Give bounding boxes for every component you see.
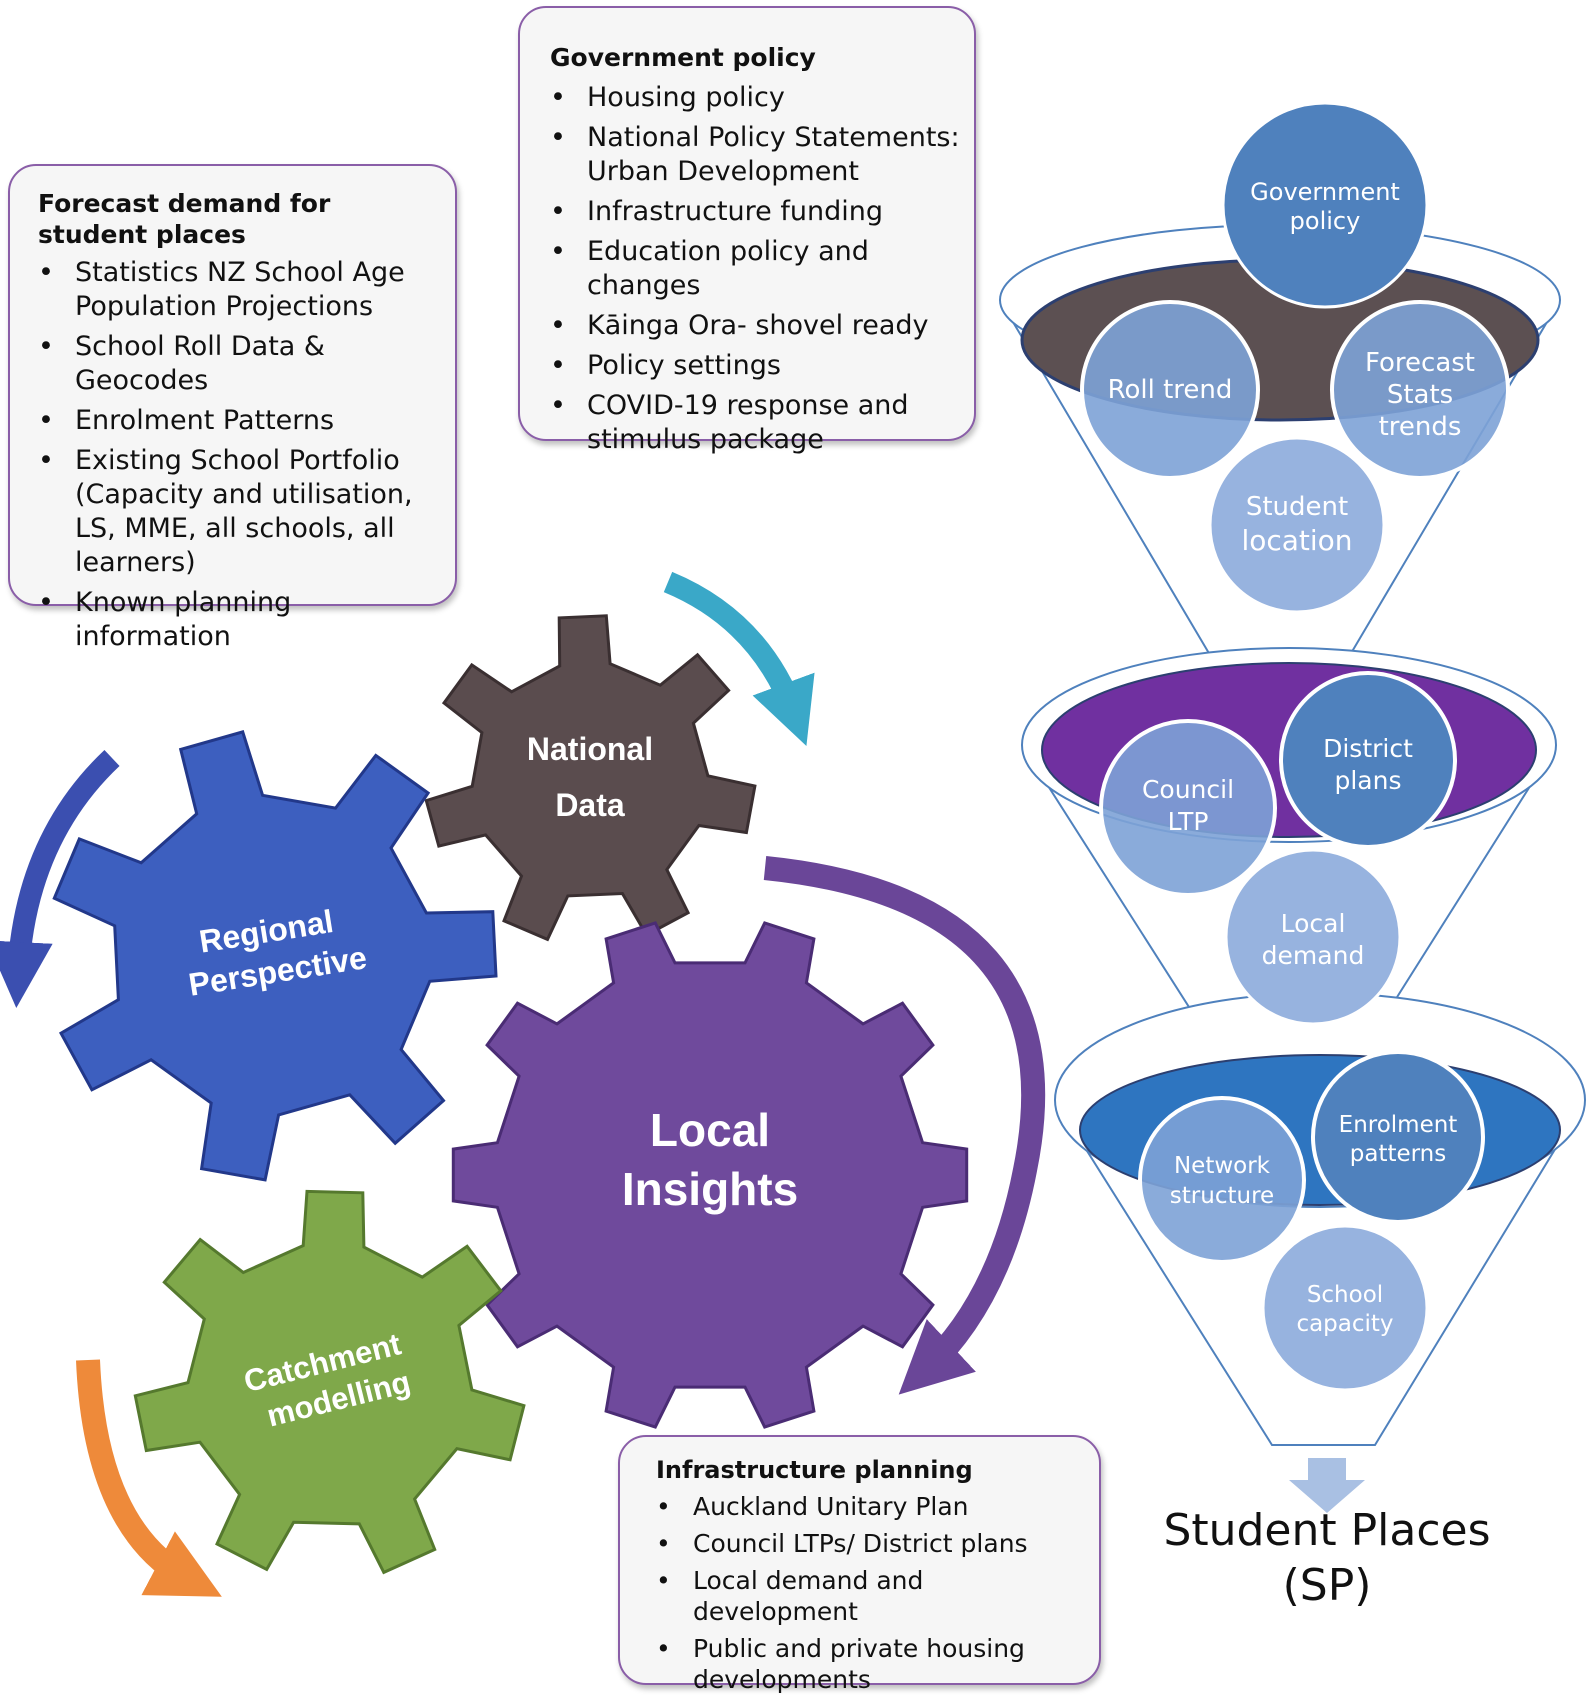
list-item: Enrolment Patterns: [38, 404, 447, 438]
funnel-circle-district-plans: District plans: [1279, 671, 1457, 849]
national-data-gear-icon: [424, 614, 757, 942]
list-item: Known planning information: [38, 586, 447, 654]
circle-label: policy: [1290, 207, 1361, 235]
arrow-national: [663, 571, 815, 746]
government-policy-card: Government policy Housing policy Nationa…: [518, 6, 976, 455]
forecast-demand-card: Forecast demand for student places Stati…: [8, 164, 457, 652]
catchment-modelling-gear-icon: [133, 1189, 526, 1575]
list-item: Auckland Unitary Plan: [656, 1491, 1091, 1522]
circle-label: demand: [1262, 941, 1365, 970]
gear-national-data: National Data: [424, 614, 757, 942]
list-item: Housing policy: [550, 81, 966, 115]
funnel-circle-enrolment-patterns: Enrolment patterns: [1311, 1050, 1485, 1224]
circle-label: capacity: [1296, 1311, 1393, 1337]
list-item: Local demand and development: [656, 1565, 1091, 1627]
funnel-circle-school-capacity: School capacity: [1261, 1224, 1429, 1392]
local-insights-label-1: Local: [650, 1104, 770, 1156]
national-data-label-1: National: [527, 731, 653, 767]
circle-label: Roll trend: [1108, 375, 1233, 405]
list-item: Public and private housing developments: [656, 1633, 1091, 1695]
gear-regional-perspective: Regional Perspective: [52, 730, 498, 1182]
national-data-label-2: Data: [555, 787, 625, 823]
government-policy-title: Government policy: [550, 43, 816, 72]
circle-label: LTP: [1168, 807, 1209, 836]
infrastructure-planning-title: Infrastructure planning: [656, 1456, 973, 1484]
gear-catchment-modelling: Catchment modelling: [133, 1189, 526, 1575]
circle-label: structure: [1170, 1183, 1274, 1209]
funnel-circle-forecast-stats: Forecast Stats trends: [1330, 300, 1510, 480]
gear-local-insights: Local Insights: [451, 921, 969, 1429]
circle-label: Government: [1250, 178, 1400, 206]
funnel-circle-local-demand: Local demand: [1224, 848, 1402, 1026]
student-places-label-2: (SP): [1283, 1560, 1372, 1611]
circle-label: Enrolment: [1339, 1112, 1458, 1138]
circle-label: trends: [1379, 412, 1462, 442]
list-item: Council LTPs/ District plans: [656, 1528, 1091, 1559]
funnel-circle-network-structure: Network structure: [1138, 1096, 1306, 1264]
list-item: National Policy Statements: Urban Develo…: [550, 121, 966, 189]
arrow-local: [763, 856, 1046, 1395]
funnel-circle-government-policy: Government policy: [1221, 101, 1429, 309]
student-places-label-1: Student Places: [1163, 1505, 1490, 1556]
list-item: Existing School Portfolio (Capacity and …: [38, 444, 447, 580]
circle-label: Council: [1142, 775, 1234, 804]
down-arrow-icon: [1289, 1458, 1365, 1513]
list-item: COVID-19 response and stimulus package: [550, 389, 966, 457]
circle-label: Local: [1281, 909, 1346, 938]
government-policy-list: Housing policy National Policy Statement…: [550, 81, 966, 457]
circle-label: plans: [1334, 766, 1401, 795]
circle-label: patterns: [1350, 1141, 1447, 1167]
local-insights-label-2: Insights: [622, 1163, 798, 1215]
funnel-circle-council-ltp: Council LTP: [1099, 719, 1277, 897]
regional-perspective-gear-icon: [52, 730, 498, 1182]
list-item: Infrastructure funding: [550, 195, 966, 229]
circle-label: Stats: [1387, 380, 1453, 410]
circle-label: Network: [1174, 1153, 1271, 1179]
list-item: Kāinga Ora- shovel ready: [550, 309, 966, 343]
funnel-circle-student-location: Student location: [1208, 436, 1386, 614]
list-item: School Roll Data & Geocodes: [38, 330, 447, 398]
circle-label: location: [1241, 524, 1352, 557]
arrow-catchment: [76, 1359, 222, 1597]
forecast-demand-list: Statistics NZ School Age Population Proj…: [38, 256, 447, 654]
list-item: Education policy and changes: [550, 235, 966, 303]
arrow-regional: [0, 749, 120, 1008]
local-insights-gear-icon: [451, 921, 969, 1429]
funnel-circle-roll-trend: Roll trend: [1080, 300, 1260, 480]
list-item: Statistics NZ School Age Population Proj…: [38, 256, 447, 324]
circle-label: Student: [1246, 492, 1348, 522]
forecast-demand-title: Forecast demand for student places: [38, 189, 331, 249]
infrastructure-planning-card: Infrastructure planning Auckland Unitary…: [618, 1435, 1101, 1694]
infrastructure-planning-list: Auckland Unitary Plan Council LTPs/ Dist…: [656, 1491, 1091, 1695]
circle-label: School: [1307, 1282, 1383, 1308]
circle-label: District: [1323, 734, 1413, 763]
list-item: Policy settings: [550, 349, 966, 383]
circle-label: Forecast: [1365, 348, 1475, 378]
